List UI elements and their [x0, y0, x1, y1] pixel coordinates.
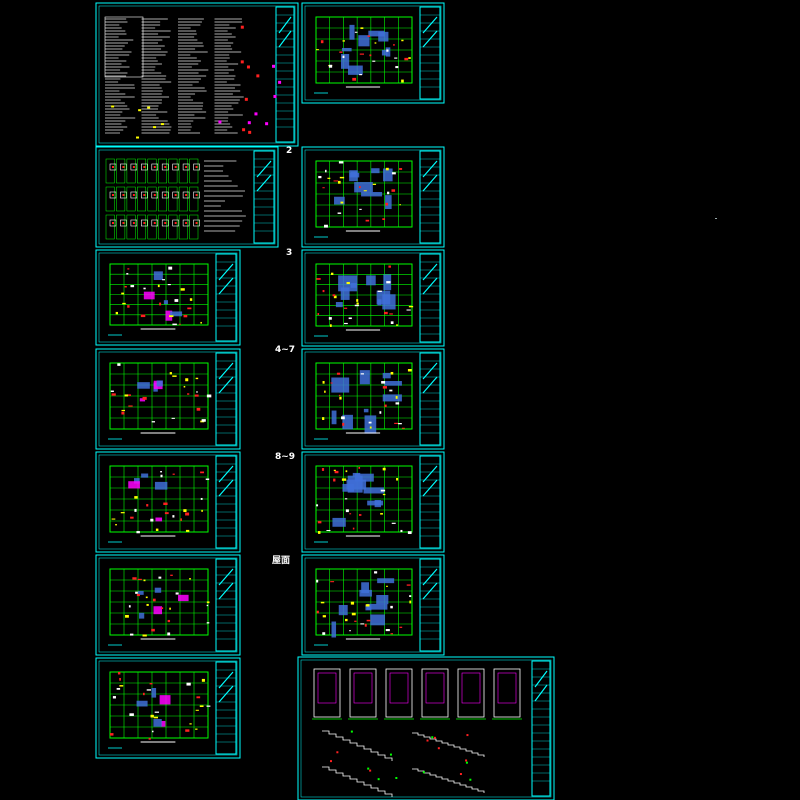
drawing-sheet-5[interactable] [95, 249, 241, 346]
drawing-sheet-1[interactable] [95, 2, 299, 147]
row-label-floor-4-7: 4~7 [275, 345, 296, 355]
drawing-sheet-14[interactable] [297, 656, 555, 800]
drawing-sheet-9[interactable] [95, 451, 241, 553]
drawing-sheet-12[interactable] [301, 554, 445, 656]
row-label-roof: 屋面 [272, 556, 291, 566]
row-label-floor-8-9: 8~9 [275, 452, 296, 462]
drawing-sheet-13[interactable] [95, 657, 241, 759]
stray-dot [715, 218, 717, 219]
drawing-sheet-7[interactable] [95, 348, 241, 450]
drawing-sheet-8[interactable] [301, 348, 445, 450]
row-label-floor-3: 3 [286, 248, 293, 258]
drawing-sheet-3[interactable] [95, 146, 279, 248]
drawing-sheet-11[interactable] [95, 554, 241, 656]
drawing-sheet-6[interactable] [301, 249, 445, 347]
row-label-floor-2: 2 [286, 146, 293, 156]
drawing-sheet-4[interactable] [301, 146, 445, 248]
drawing-sheet-2[interactable] [301, 2, 445, 104]
drawing-sheet-10[interactable] [301, 451, 445, 553]
